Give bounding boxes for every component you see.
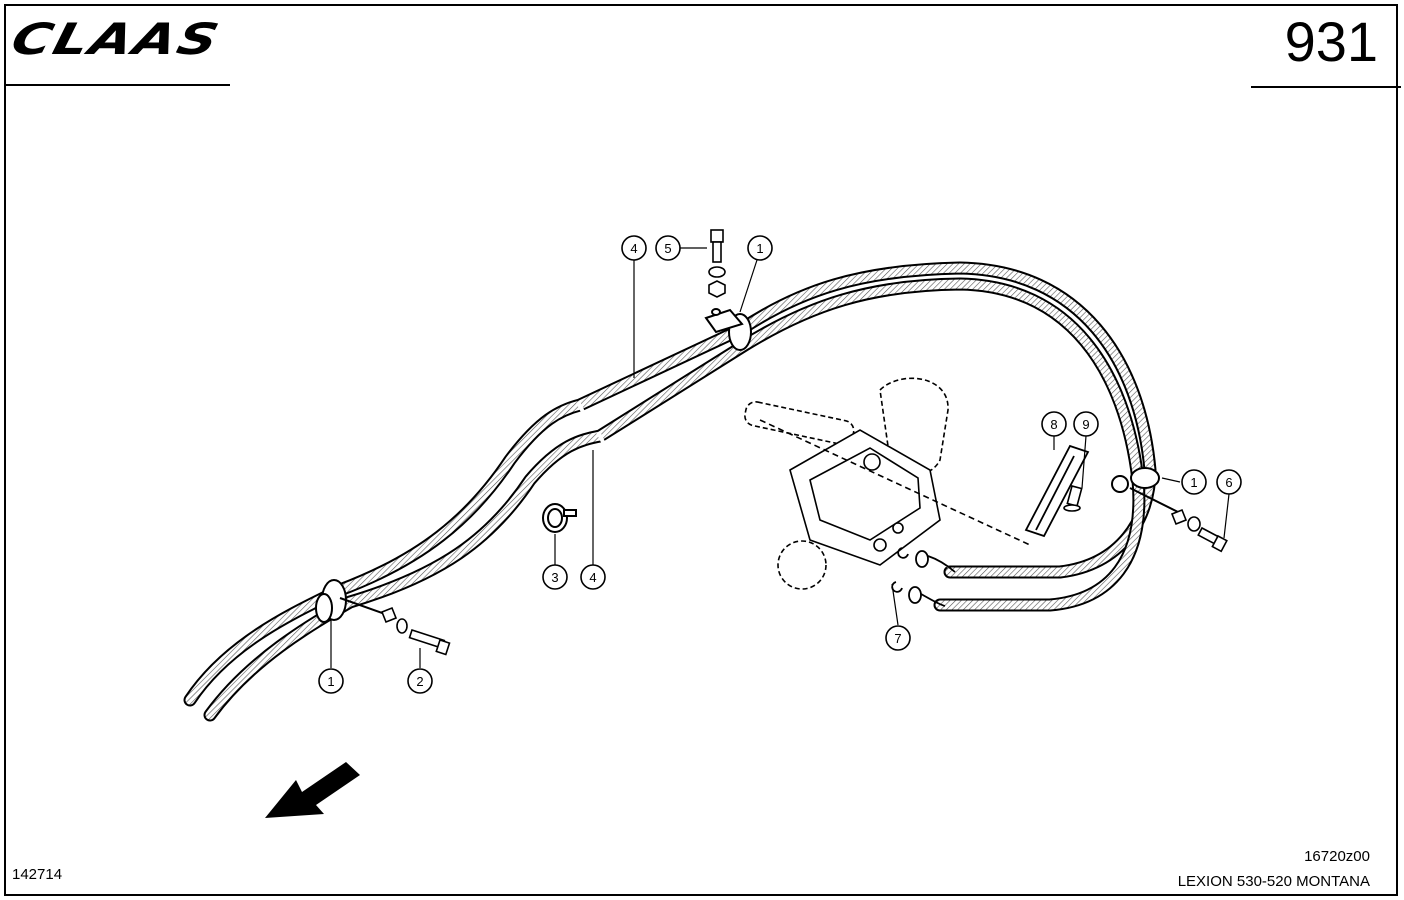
model-label: LEXION 530-520 MONTANA (1177, 873, 1370, 890)
hose-break-marks (576, 401, 606, 445)
callout-1-right: 1 (1181, 469, 1207, 495)
hose-clamp-right (1111, 467, 1179, 513)
callout-label: 2 (416, 674, 423, 689)
callout-5: 5 (655, 235, 681, 261)
hose-clamp-left (315, 579, 386, 623)
callout-label: 7 (894, 631, 901, 646)
callout-label: 1 (327, 674, 334, 689)
callout-3: 3 (542, 564, 568, 590)
image-code: 16720z00 (1304, 848, 1370, 865)
callout-2: 2 (407, 668, 433, 694)
brand-underline (4, 84, 230, 86)
callout-6: 6 (1216, 469, 1242, 495)
hose-clip (542, 503, 577, 533)
callout-label: 9 (1082, 417, 1089, 432)
callout-label: 3 (551, 570, 558, 585)
callout-label: 8 (1050, 417, 1057, 432)
bolt-assembly-right (1170, 508, 1228, 553)
callout-label: 6 (1225, 475, 1232, 490)
callout-4-upper: 4 (621, 235, 647, 261)
callout-label: 1 (1190, 475, 1197, 490)
callout-4-lower: 4 (580, 564, 606, 590)
callout-label: 4 (589, 570, 596, 585)
hose-clamp-top (704, 308, 752, 351)
drawing-frame (4, 4, 1398, 896)
callout-label: 1 (756, 241, 763, 256)
leader-lines (330, 247, 1230, 668)
bracket-bolt (1063, 485, 1083, 512)
page-number-underline (1251, 86, 1401, 88)
direction-arrow (265, 762, 360, 818)
callout-8: 7 (885, 625, 911, 651)
hose-fittings (891, 547, 956, 607)
callout-label: 4 (630, 241, 637, 256)
drawing-number: 142714 (12, 866, 63, 883)
bolt-assembly-top (708, 229, 726, 298)
mounting-bracket (1024, 444, 1090, 538)
hydraulic-hose-upper (183, 261, 1157, 707)
control-valve-block (744, 377, 1031, 590)
page-number: 931 (1284, 10, 1378, 73)
callout-7: 8 (1041, 411, 1067, 437)
callout-1-top: 1 (747, 235, 773, 261)
callout-label: 5 (664, 241, 671, 256)
hydraulic-hose-lower (203, 277, 1146, 722)
callout-1-left: 1 (318, 668, 344, 694)
callout-9: 9 (1073, 411, 1099, 437)
bolt-assembly-left (380, 606, 451, 656)
